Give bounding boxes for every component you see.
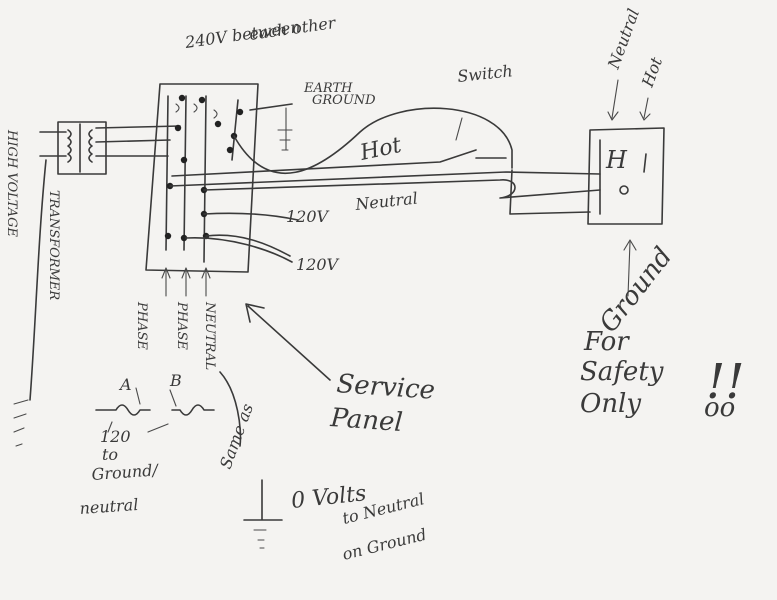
phase-a-arrow xyxy=(161,267,171,297)
branch-120v-b xyxy=(185,237,293,263)
label-ground-neutral-2: neutral xyxy=(79,495,139,518)
label-ground-top: GROUND xyxy=(312,93,376,108)
label-switch: Switch xyxy=(456,61,513,86)
label-ground-neutral-1: Ground/ xyxy=(91,460,160,484)
label-120v-b: 120V xyxy=(296,255,340,274)
hot-feed-wire xyxy=(171,149,477,177)
label-phase-a: PHASE xyxy=(134,301,149,350)
label-b: B xyxy=(169,371,182,390)
hot-wire-loop xyxy=(233,107,513,175)
hot-to-outlet xyxy=(169,171,601,187)
primary-coil xyxy=(67,129,72,163)
label-high-voltage: HIGH VOLTAGE xyxy=(4,129,19,237)
switch-pointer xyxy=(455,117,463,141)
phase-a-bus xyxy=(165,95,169,251)
label-ground-right: Ground xyxy=(594,242,679,338)
label-neutral-top: Neutral xyxy=(604,6,644,72)
phase-b-bus xyxy=(183,95,187,251)
label-exclaim: !! xyxy=(706,354,745,410)
label-panel: Panel xyxy=(329,403,404,438)
label-120v-a: 120V xyxy=(286,207,330,226)
phase-b-waveform xyxy=(171,404,215,416)
waveform-arrows xyxy=(107,387,177,433)
transformer-ground-symbol xyxy=(13,399,29,447)
label-oo: oo xyxy=(704,393,735,423)
outlet-box xyxy=(587,127,665,225)
outlet-h-label: H xyxy=(605,146,628,174)
high-voltage-leads xyxy=(39,131,67,157)
label-hot-top: Hot xyxy=(638,54,667,90)
outlet xyxy=(587,79,665,297)
label-neutral-vertical: NEUTRAL xyxy=(202,301,217,370)
label-on-ground: on Ground xyxy=(340,525,428,564)
branch-neutral xyxy=(205,234,291,257)
neutral-ground-lines xyxy=(253,529,267,549)
breaker-marks xyxy=(175,103,218,119)
earth-ground-symbol xyxy=(277,107,293,151)
label-service: Service xyxy=(336,369,436,406)
earth-ground-wire xyxy=(249,103,293,111)
label-safety: Safety xyxy=(580,357,664,387)
hot-arrow xyxy=(639,97,651,121)
label-earth: EARTH xyxy=(303,81,353,96)
secondary-wires xyxy=(95,125,181,157)
neutral-arrow-panel xyxy=(201,267,211,297)
label-for: For xyxy=(583,327,630,357)
secondary-coil xyxy=(88,129,93,163)
phase-b-arrow xyxy=(181,267,191,297)
label-neutral-wire: Neutral xyxy=(353,189,418,215)
neutral-arrow xyxy=(607,79,619,121)
hot-slot xyxy=(643,153,647,173)
branch-120v-a xyxy=(203,212,299,221)
neutral-curve xyxy=(219,371,242,447)
label-phase-b: PHASE xyxy=(174,301,189,350)
service-panel xyxy=(145,83,259,273)
outlet-loop xyxy=(509,169,591,215)
panel-box xyxy=(145,83,259,273)
transformer-box xyxy=(57,121,107,175)
label-same-as: Same as xyxy=(216,401,257,471)
neutral-to-outlet xyxy=(203,179,601,199)
ground-hole xyxy=(619,185,629,195)
phase-a-waveform xyxy=(95,404,151,416)
service-panel-arrow xyxy=(245,303,331,381)
ground-arrow xyxy=(623,239,637,297)
transformer-ground-lead xyxy=(29,159,47,401)
label-hot-wire: Hot xyxy=(357,133,404,166)
label-a: A xyxy=(118,375,132,394)
transformer xyxy=(13,121,107,447)
label-120: 120 xyxy=(100,427,131,446)
label-to: to xyxy=(102,445,118,464)
label-only: Only xyxy=(580,389,641,419)
neutral-ground-symbol xyxy=(243,479,283,521)
label-transformer: TRANSFORMER xyxy=(46,190,61,300)
